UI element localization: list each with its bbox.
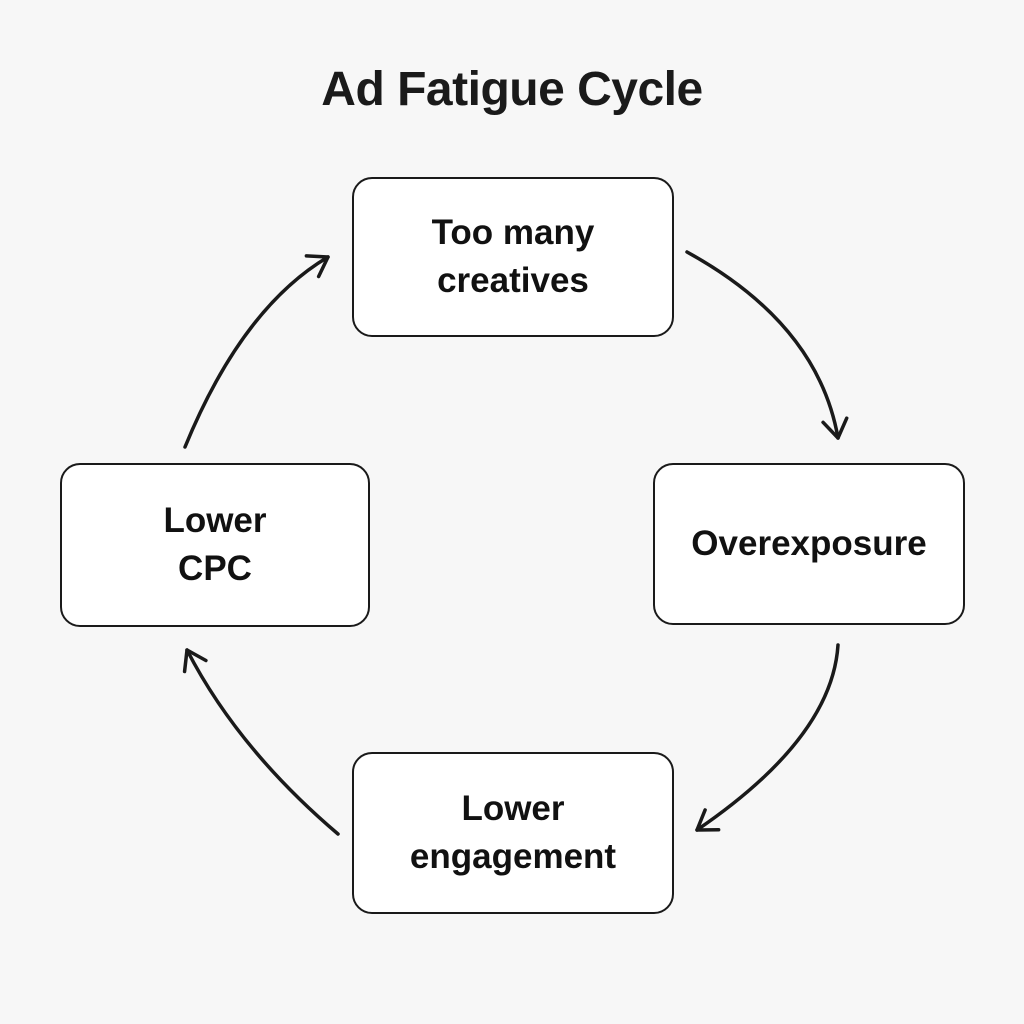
arrow-lower-cpc-to-too-many-creatives	[183, 254, 330, 449]
node-lower-cpc: Lower CPC	[60, 463, 370, 627]
node-too-many-creatives: Too many creatives	[352, 177, 674, 337]
arrow-overexposure-to-lower-engagement	[695, 643, 840, 832]
diagram-title: Ad Fatigue Cycle	[321, 63, 703, 116]
node-label-line: Too many	[431, 213, 595, 252]
node-label-line: Lower	[461, 789, 565, 828]
node-label-line: creatives	[437, 261, 589, 300]
node-label-line: engagement	[409, 837, 617, 876]
node-label-line: Overexposure	[691, 524, 927, 563]
node-label-line: Lower	[163, 501, 267, 540]
arrow-lower-engagement-to-lower-cpc	[182, 648, 340, 836]
node-label-line: CPC	[178, 549, 252, 588]
arrow-too-many-creatives-to-overexposure	[685, 250, 849, 440]
node-lower-engagement: Lower engagement	[352, 752, 674, 914]
node-overexposure: Overexposure	[653, 463, 965, 625]
